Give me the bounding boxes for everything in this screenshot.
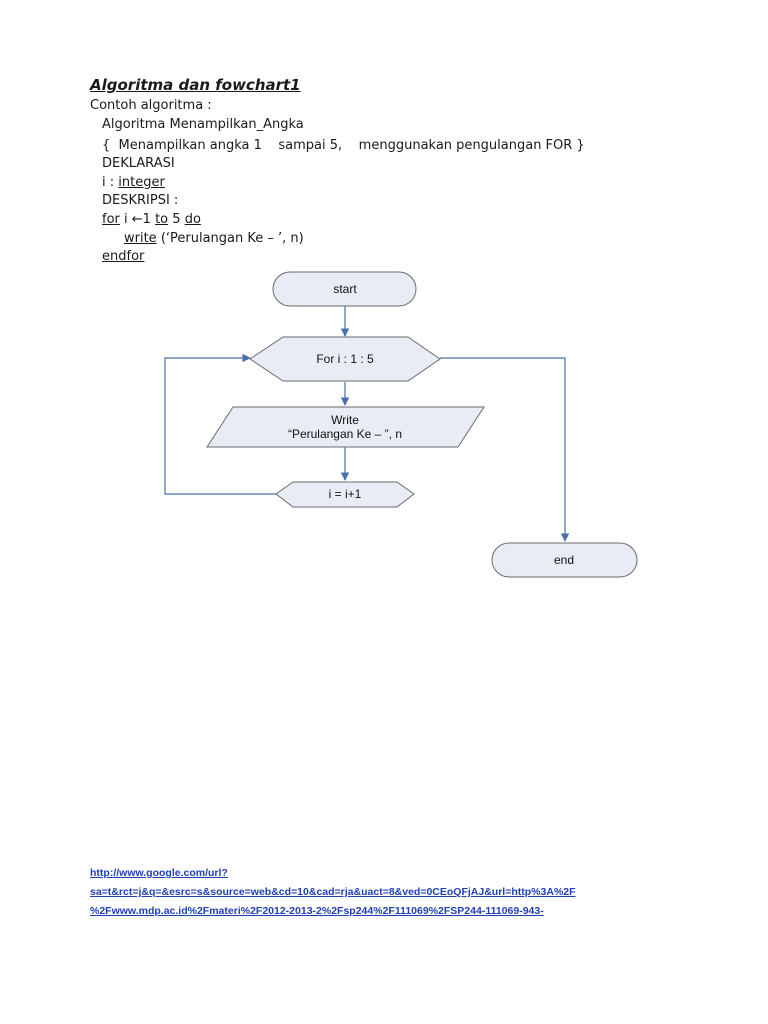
start-label: start (333, 282, 357, 296)
loop-label: For i : 1 : 5 (316, 352, 374, 366)
end-label: end (554, 553, 574, 567)
code-for-mid1: i (119, 212, 132, 227)
code-comment: { Menampilkan angka 1 sampai 5, mengguna… (102, 138, 585, 153)
reference-link-line-3[interactable]: %2Fwww.mdp.ac.id%2Fmateri%2F2012-2013-2%… (90, 905, 544, 917)
loop-hexagon (249, 336, 441, 382)
flowchart: start For i : 1 : 5 Write “Perulangan Ke… (164, 271, 638, 578)
code-var-prefix: i : (102, 175, 119, 190)
page-title: Algoritma dan fowchart1 (90, 76, 301, 94)
code-for-mid3: 5 (168, 212, 185, 227)
code-for-line: for i ←1 to 5 do (102, 211, 201, 229)
flow-connectors (164, 306, 570, 542)
code-kw-do: do (184, 212, 201, 227)
code-kw-write: write (124, 231, 157, 246)
code-kw-to: to (155, 212, 169, 227)
code-assign-arrow: ← (131, 212, 143, 227)
code-write-line: write (‘Perulangan Ke – ’, n) (124, 230, 304, 248)
increment-label: i = i+1 (329, 487, 362, 501)
code-endfor: endfor (102, 248, 144, 266)
code-algo-name: Algoritma Menampilkan_Angka (102, 117, 304, 132)
end-terminal (491, 542, 638, 578)
code-for-mid2: 1 (142, 212, 156, 227)
increment-hexagon (275, 481, 415, 508)
write-label-line1: Write (331, 413, 359, 427)
arrow-loop-to-end (440, 357, 570, 542)
reference-links: http://www.google.com/url? sa=t&rct=j&q=… (90, 864, 650, 921)
write-parallelogram (206, 406, 485, 448)
write-label-line2: “Perulangan Ke – ”, n (288, 427, 402, 441)
code-var-type: integer (118, 175, 165, 190)
reference-link-line-1[interactable]: http://www.google.com/url? (90, 867, 228, 879)
code-deklarasi: DEKLARASI (102, 156, 175, 171)
code-write-args: (‘Perulangan Ke – ’, n) (156, 231, 304, 246)
code-deskripsi: DESKRIPSI : (102, 193, 179, 208)
code-var-line: i : integer (102, 174, 165, 192)
reference-link-line-2[interactable]: sa=t&rct=j&q=&esrc=s&source=web&cd=10&ca… (90, 886, 576, 898)
arrow-increment-back-to-loop (164, 353, 276, 495)
code-intro: Contoh algoritma : (90, 98, 212, 113)
code-kw-for: for (102, 212, 120, 227)
code-kw-endfor: endfor (102, 249, 145, 264)
start-terminal (272, 271, 417, 307)
